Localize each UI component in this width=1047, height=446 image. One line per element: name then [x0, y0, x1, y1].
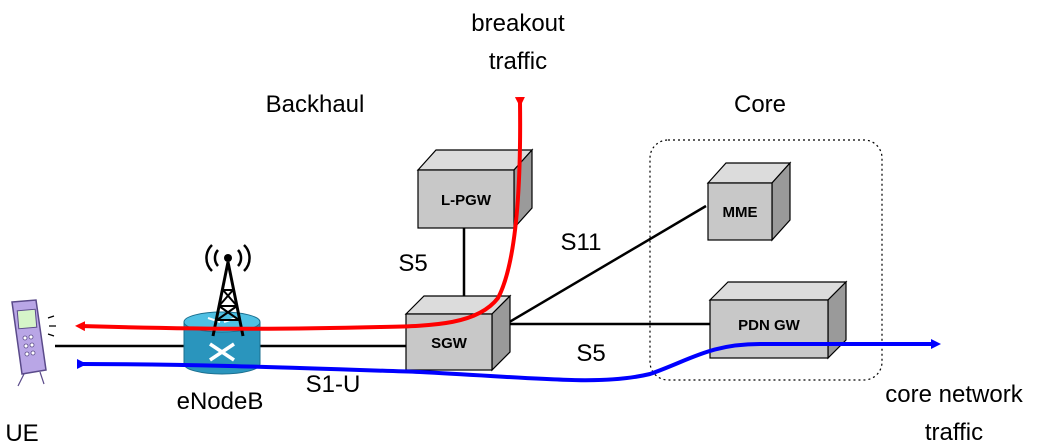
breakout-traffic-flow — [75, 96, 525, 332]
core-label: Core — [734, 91, 786, 118]
lpgw-label: L-PGW — [441, 192, 492, 209]
core-network-traffic-label-line2: traffic — [925, 419, 983, 446]
sgw-label: SGW — [431, 335, 468, 352]
breakout-traffic-label-line1: breakout — [471, 10, 565, 37]
s5-bottom-label: S5 — [576, 340, 605, 367]
backhaul-label: Backhaul — [266, 91, 365, 118]
breakout-traffic-label-line2: traffic — [489, 48, 547, 75]
s5-top-label: S5 — [398, 250, 427, 277]
mme-node: MME — [706, 161, 792, 242]
link-s11 — [505, 204, 707, 326]
s1u-label: S1-U — [306, 371, 361, 398]
core-network-traffic-flow — [76, 339, 941, 383]
ue-label: UE — [5, 420, 38, 446]
s11-label: S11 — [561, 229, 602, 256]
pdngw-label: PDN GW — [738, 317, 801, 334]
sgw-node: SGW — [404, 294, 512, 372]
enodeb-label: eNodeB — [177, 388, 264, 415]
core-network-traffic-label-line1: core network — [885, 381, 1023, 408]
core-region — [649, 139, 883, 381]
mme-label: MME — [723, 204, 758, 221]
ue-phone-icon — [11, 299, 56, 387]
